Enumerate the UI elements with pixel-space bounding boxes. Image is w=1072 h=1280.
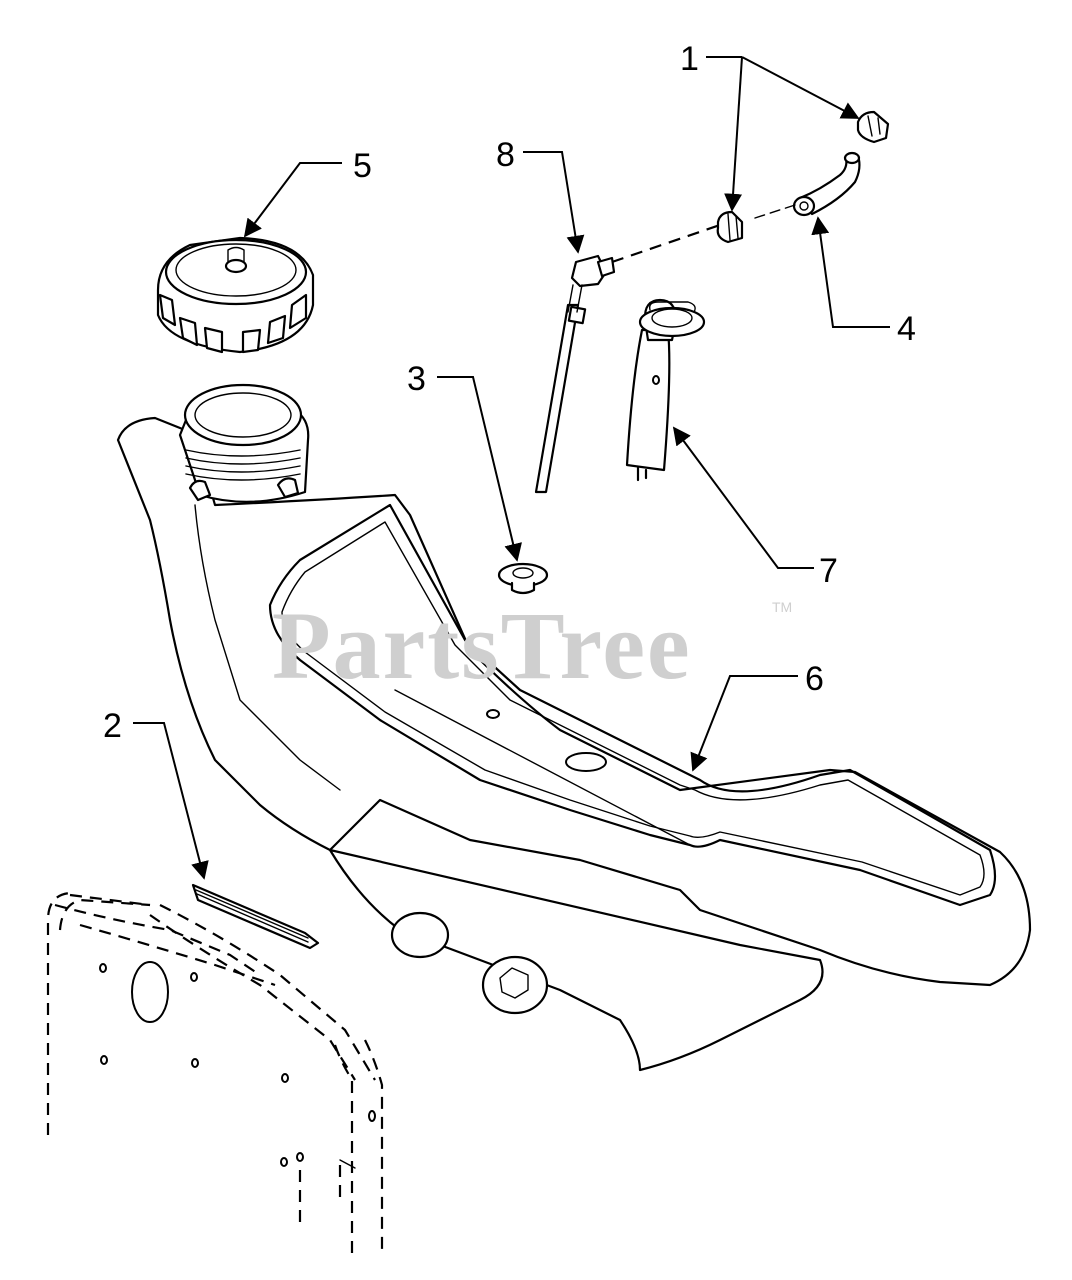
part-2-edging-strip [191,883,320,950]
watermark: PartsTree TM [272,592,792,699]
part-8-pickup-tube [534,254,616,494]
callout-3: 3 [407,360,426,398]
callout-6: 6 [805,660,824,698]
callout-8: 8 [496,136,515,174]
leader-lines [133,56,890,880]
part-4-vent-hose [792,151,861,217]
callout-labels: 1 2 3 4 5 6 7 8 [103,40,916,745]
frame-outline [46,891,384,1255]
vent-hose-routing-line-2 [754,204,796,219]
callout-4: 4 [897,310,916,348]
callout-2: 2 [103,707,122,745]
callout-7: 7 [819,552,838,590]
part-1-clamp-b [856,110,890,144]
part-6-fuel-tank [116,383,1032,1072]
part-5-fuel-cap [156,236,315,354]
callout-5: 5 [353,147,372,185]
watermark-trademark: TM [772,599,792,615]
part-3-grommet [497,562,549,595]
part-7-fuel-sender [625,298,706,482]
callout-1: 1 [680,40,699,78]
vent-hose-routing-line [611,223,721,264]
part-1-clamp-a [716,210,744,244]
watermark-text: PartsTree [272,592,692,699]
